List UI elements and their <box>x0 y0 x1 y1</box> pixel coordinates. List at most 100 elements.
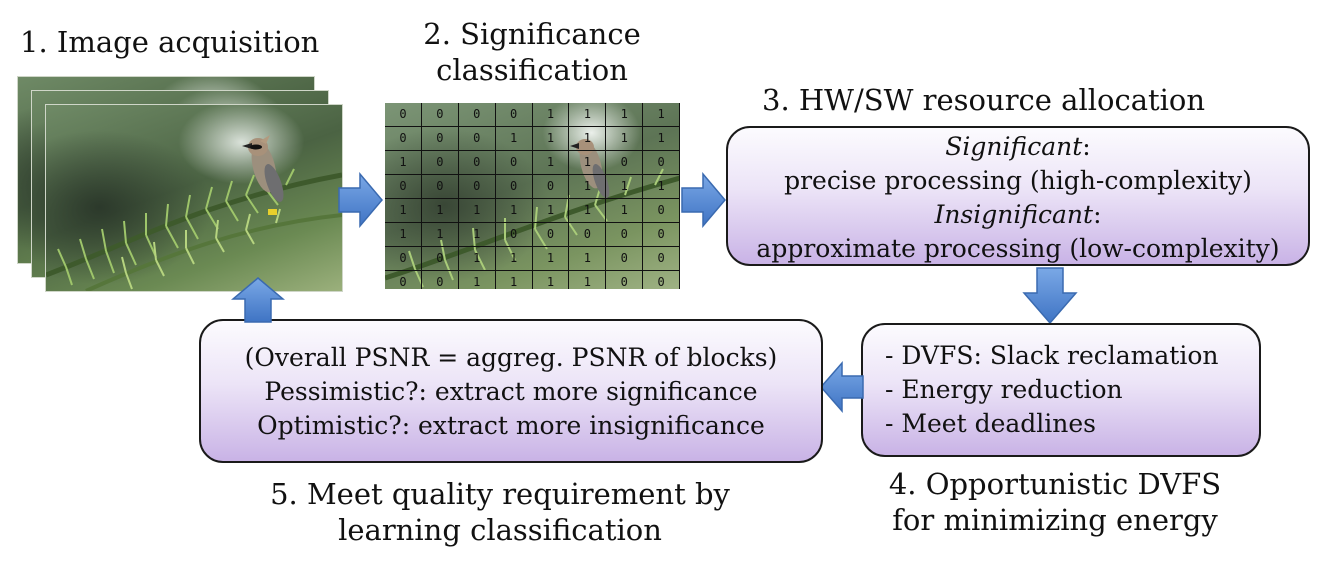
step3-label: 3. HW/SW resource allocation <box>762 83 1206 117</box>
grid-cell: 1 <box>458 223 496 247</box>
grid-cell: 0 <box>458 151 496 175</box>
arrow-right-icon <box>338 172 383 228</box>
grid-cell: 0 <box>569 223 607 247</box>
grid-cell: 0 <box>495 175 533 199</box>
grid-cell: 0 <box>422 271 459 289</box>
grid-cell: 0 <box>606 247 644 271</box>
grid-cell: 1 <box>421 199 459 223</box>
grid-cell: 0 <box>385 103 422 127</box>
step5-label: 5. Meet quality requirement by learning … <box>240 476 760 548</box>
grid-cell: 1 <box>532 247 570 271</box>
grid-cell: 1 <box>533 271 570 289</box>
grid-cell: 0 <box>606 151 644 175</box>
grid-cell: 0 <box>495 103 533 127</box>
grid-cell: 0 <box>458 103 496 127</box>
bird-photo <box>45 104 343 292</box>
grid-cell: 1 <box>569 151 607 175</box>
grid-cell: 1 <box>385 223 422 247</box>
dvfs-item: - DVFS: Slack reclamation <box>885 341 1219 370</box>
grid-cell: 0 <box>643 199 680 223</box>
grid-cell: 1 <box>385 199 422 223</box>
grid-cell: 1 <box>569 247 607 271</box>
step2-label: 2. Significance classification <box>392 16 672 88</box>
step5-label-line2: learning classification <box>338 513 662 547</box>
grid-cell: 0 <box>532 175 570 199</box>
grid-cell: 1 <box>385 151 422 175</box>
significant-colon: : <box>1082 132 1091 161</box>
quality-line: Pessimistic?: extract more significance <box>264 377 758 406</box>
step4-label: 4. Opportunistic DVFS for minimizing ene… <box>860 466 1250 538</box>
grid-cell: 1 <box>569 175 607 199</box>
grid-cell: 1 <box>458 199 496 223</box>
significant-heading: Significant: <box>728 130 1308 164</box>
grid-cell: 1 <box>532 127 570 151</box>
step2-label-line1: 2. Significance <box>423 17 641 51</box>
step4-label-line2: for minimizing energy <box>892 503 1218 537</box>
step1-label: 1. Image acquisition <box>20 25 320 59</box>
grid-cell: 0 <box>421 247 459 271</box>
significant-term: Significant <box>945 132 1083 161</box>
grid-cell: 1 <box>569 271 607 289</box>
step4-label-line1: 4. Opportunistic DVFS <box>888 467 1222 501</box>
resource-allocation-box: Significant: precise processing (high-co… <box>726 126 1310 266</box>
grid-cell: 0 <box>643 271 680 289</box>
grid-cell: 0 <box>385 127 422 151</box>
grid-cell: 1 <box>643 127 680 151</box>
grid-cell: 0 <box>532 223 570 247</box>
grid-cell: 1 <box>606 175 644 199</box>
grid-cell: 1 <box>643 175 680 199</box>
dvfs-box: - DVFS: Slack reclamation - Energy reduc… <box>861 323 1261 457</box>
grid-cell: 0 <box>606 223 644 247</box>
grid-cell: 1 <box>495 127 533 151</box>
grid-cell: 1 <box>569 127 607 151</box>
quality-line: (Overall PSNR = aggreg. PSNR of blocks) <box>244 343 778 372</box>
step2-label-line2: classification <box>436 53 628 87</box>
grid-cell: 0 <box>385 247 422 271</box>
arrow-up-icon <box>231 277 285 323</box>
significant-description: precise processing (high-complexity) <box>784 166 1252 195</box>
grid-cell: 1 <box>643 103 680 127</box>
grid-cell: 1 <box>569 103 607 127</box>
grid-cell: 1 <box>532 151 570 175</box>
grid-cell: 0 <box>643 151 680 175</box>
insignificant-term: Insignificant <box>934 200 1094 229</box>
grid-cell: 1 <box>496 271 533 289</box>
insignificant-colon: : <box>1093 200 1102 229</box>
grid-cell: 0 <box>643 247 680 271</box>
grid-cell: 0 <box>421 175 459 199</box>
arrow-down-icon <box>1022 267 1078 325</box>
insignificant-heading: Insignificant: <box>728 198 1308 232</box>
grid-cell: 0 <box>421 103 459 127</box>
grid-cell: 1 <box>606 103 644 127</box>
grid-cell: 0 <box>421 151 459 175</box>
grid-cell: 1 <box>532 103 570 127</box>
grid-cell: 1 <box>495 247 533 271</box>
grid-cell: 1 <box>458 247 496 271</box>
grid-cell: 1 <box>569 199 607 223</box>
grid-cell: 1 <box>606 199 644 223</box>
grid-cell: 1 <box>532 199 570 223</box>
grid-cell: 0 <box>385 175 422 199</box>
grid-cell: 1 <box>421 223 459 247</box>
grid-cell: 0 <box>495 151 533 175</box>
insignificant-description: approximate processing (low-complexity) <box>756 234 1280 263</box>
step5-label-line1: 5. Meet quality requirement by <box>270 477 730 511</box>
grid-cell: 0 <box>606 271 644 289</box>
grid-cell: 1 <box>495 199 533 223</box>
arrow-right-icon <box>681 172 726 228</box>
grid-cell: 0 <box>495 223 533 247</box>
quality-line: Optimistic?: extract more insignificance <box>257 411 765 440</box>
arrow-left-icon <box>820 361 864 413</box>
grid-cell: 0 <box>458 175 496 199</box>
dvfs-item: - Meet deadlines <box>885 409 1096 438</box>
grid-cell: 1 <box>606 127 644 151</box>
quality-box: (Overall PSNR = aggreg. PSNR of blocks) … <box>199 319 823 463</box>
grid-cell: 0 <box>458 127 496 151</box>
grid-cell: 0 <box>643 223 680 247</box>
dvfs-item: - Energy reduction <box>885 375 1123 404</box>
grid-cell: 0 <box>385 271 422 289</box>
grid-cell: 0 <box>421 127 459 151</box>
grid-cell: 1 <box>459 271 496 289</box>
